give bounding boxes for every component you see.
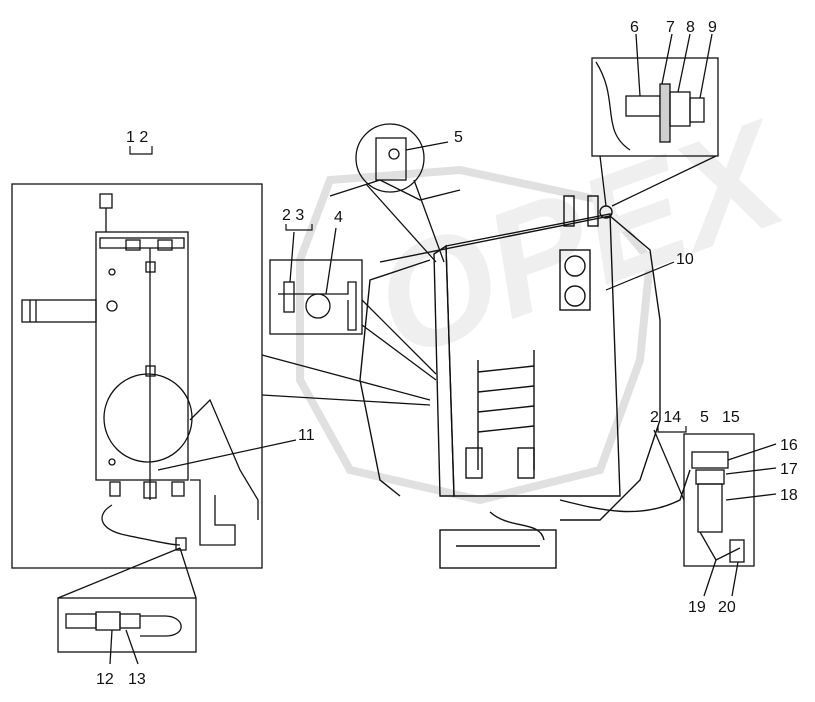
callout-15: 15 [722, 409, 740, 426]
callout-9: 9 [708, 19, 717, 36]
callout-16: 16 [780, 437, 798, 454]
callout-13: 13 [128, 671, 146, 688]
callout-2-3: 2 3 [282, 207, 304, 224]
watermark-text: OPEX [353, 87, 810, 390]
callout-1-2: 1 2 [126, 129, 148, 146]
inset-hose-coupling [57, 547, 197, 665]
left-detail-view [11, 183, 431, 569]
left-outlet-pipe [21, 299, 97, 323]
inset-clamp-frame [269, 259, 363, 335]
callout-7: 7 [666, 19, 675, 36]
base-housing [439, 529, 557, 569]
inset-frame [57, 597, 197, 653]
callout-11: 11 [298, 427, 315, 444]
leader-11 [157, 439, 297, 471]
callout-19: 19 [688, 599, 706, 616]
inset-bolt [591, 33, 719, 207]
callout-18: 18 [780, 487, 798, 504]
left-frame [11, 183, 263, 569]
callout-4: 4 [334, 209, 343, 226]
callout-8: 8 [686, 19, 695, 36]
inset-bolt-frame [591, 57, 719, 157]
callout-20: 20 [718, 599, 736, 616]
leader-10 [605, 261, 675, 291]
callout-6: 6 [630, 19, 639, 36]
magnifier-circle [355, 123, 425, 193]
callout-2-14: 2 14 [650, 409, 681, 426]
callout-5-right: 5 [700, 409, 709, 426]
left-tank-body [95, 231, 189, 481]
callout-10: 10 [676, 251, 694, 268]
callout-17: 17 [780, 461, 798, 478]
inset-valve [653, 429, 777, 597]
callout-12: 12 [96, 671, 114, 688]
left-gauge-circle [103, 373, 193, 463]
magnifier-detail [355, 123, 449, 263]
callout-5-top: 5 [454, 129, 463, 146]
main-tank-assembly [329, 179, 691, 569]
inset-clamp [269, 227, 437, 381]
